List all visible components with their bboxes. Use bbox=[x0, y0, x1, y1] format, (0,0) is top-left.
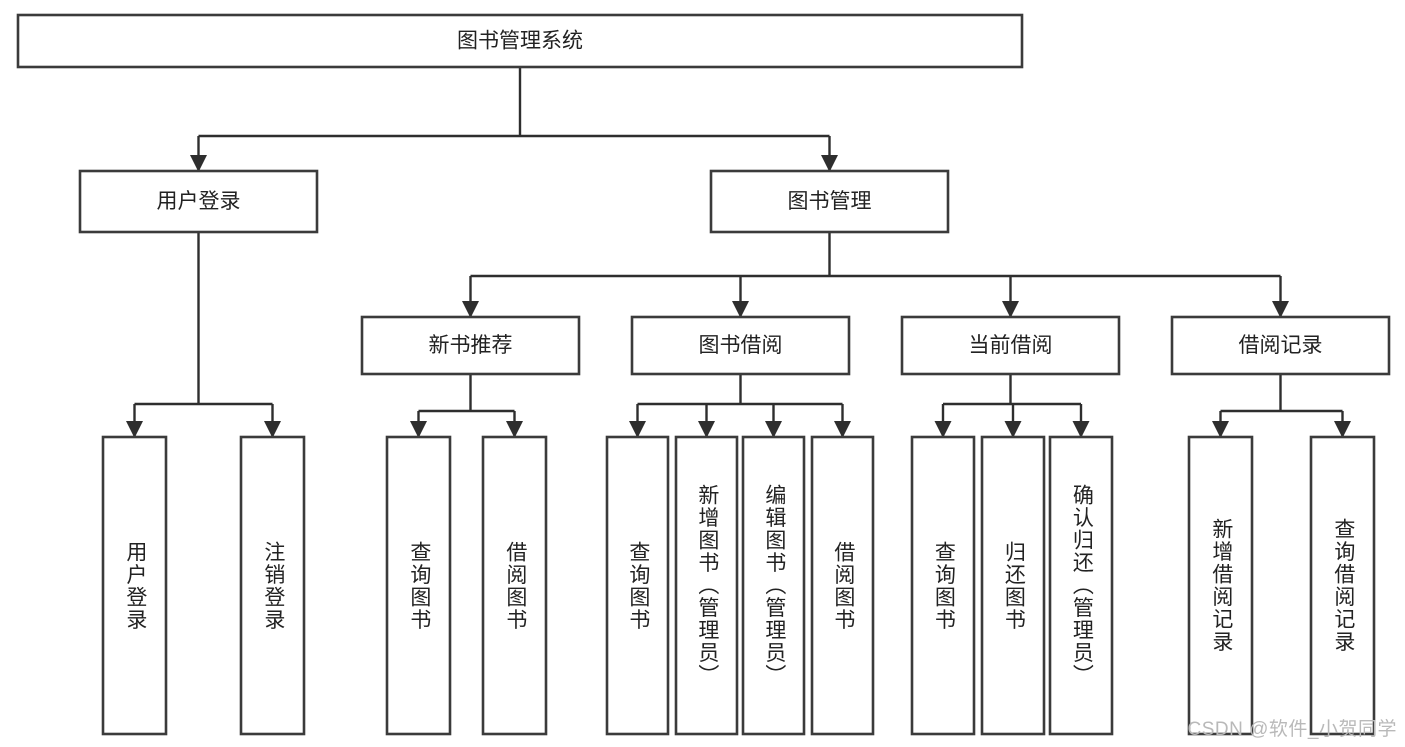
node-leaf-query-book-recommend[interactable] bbox=[385, 435, 452, 736]
arrow-head-icon bbox=[1212, 421, 1229, 438]
node-root[interactable]: 图书管理系统 bbox=[16, 13, 1024, 69]
node-box-leaf-borrow-book[interactable] bbox=[810, 435, 875, 736]
arrow-head-icon bbox=[506, 421, 523, 438]
node-box-leaf-query-book-current[interactable] bbox=[910, 435, 976, 736]
node-box-leaf-edit-book-admin[interactable] bbox=[741, 435, 806, 736]
node-box-leaf-query-book-borrow[interactable] bbox=[605, 435, 670, 736]
node-box-leaf-add-borrow-record[interactable] bbox=[1187, 435, 1254, 736]
node-leaf-add-borrow-record[interactable] bbox=[1187, 435, 1254, 736]
node-box-leaf-logout-login[interactable] bbox=[239, 435, 306, 736]
arrow-head-icon bbox=[821, 155, 838, 172]
arrow-head-icon bbox=[698, 421, 715, 438]
node-label-current-borrow: 当前借阅 bbox=[969, 334, 1053, 357]
arrow-head-icon bbox=[264, 421, 281, 438]
node-leaf-edit-book-admin[interactable] bbox=[741, 435, 806, 736]
node-box-book-borrow[interactable] bbox=[630, 315, 851, 376]
node-box-leaf-borrow-book-recommend[interactable] bbox=[481, 435, 548, 736]
arrow-head-icon bbox=[410, 421, 427, 438]
arrow-head-icon bbox=[765, 421, 782, 438]
node-box-new-book-recommend[interactable] bbox=[360, 315, 581, 376]
arrow-head-icon bbox=[1334, 421, 1351, 438]
arrow-head-icon bbox=[126, 421, 143, 438]
node-new-book-recommend[interactable]: 新书推荐 bbox=[360, 315, 581, 376]
node-box-leaf-query-book-recommend[interactable] bbox=[385, 435, 452, 736]
arrow-head-icon bbox=[934, 421, 952, 438]
node-leaf-borrow-book[interactable] bbox=[810, 435, 875, 736]
node-label-book-management: 图书管理 bbox=[788, 190, 872, 213]
arrow-head-icon bbox=[834, 421, 851, 438]
node-box-current-borrow[interactable] bbox=[900, 315, 1121, 376]
node-leaf-add-book-admin[interactable] bbox=[674, 435, 739, 736]
node-box-borrow-record[interactable] bbox=[1170, 315, 1391, 376]
node-box-user-login[interactable] bbox=[78, 169, 319, 234]
node-leaf-logout-login[interactable] bbox=[239, 435, 306, 736]
node-leaf-user-login[interactable] bbox=[101, 435, 168, 736]
arrow-head-icon bbox=[462, 301, 479, 318]
node-book-borrow[interactable]: 图书借阅 bbox=[630, 315, 851, 376]
node-leaf-query-borrow-record[interactable] bbox=[1309, 435, 1376, 736]
node-box-book-management[interactable] bbox=[709, 169, 950, 234]
arrow-head-icon bbox=[1004, 421, 1022, 438]
csdn-watermark: CSDN @软件_小贺同学 bbox=[1187, 719, 1397, 740]
node-label-root: 图书管理系统 bbox=[457, 30, 583, 53]
node-leaf-confirm-return-admin[interactable] bbox=[1048, 435, 1114, 736]
node-box-root[interactable] bbox=[16, 13, 1024, 69]
node-current-borrow[interactable]: 当前借阅 bbox=[900, 315, 1121, 376]
node-borrow-record[interactable]: 借阅记录 bbox=[1170, 315, 1391, 376]
node-leaf-return-book[interactable] bbox=[980, 435, 1046, 736]
node-leaf-borrow-book-recommend[interactable] bbox=[481, 435, 548, 736]
node-box-leaf-query-borrow-record[interactable] bbox=[1309, 435, 1376, 736]
arrow-head-icon bbox=[732, 301, 749, 318]
node-leaf-query-book-current[interactable] bbox=[910, 435, 976, 736]
node-label-borrow-record: 借阅记录 bbox=[1239, 334, 1323, 357]
node-label-user-login: 用户登录 bbox=[157, 190, 241, 213]
arrow-head-icon bbox=[1272, 301, 1289, 318]
arrow-head-icon bbox=[1002, 301, 1019, 318]
arrow-head-icon bbox=[1072, 421, 1090, 438]
node-box-leaf-add-book-admin[interactable] bbox=[674, 435, 739, 736]
node-book-management[interactable]: 图书管理 bbox=[709, 169, 950, 234]
node-box-leaf-user-login[interactable] bbox=[101, 435, 168, 736]
arrow-head-icon bbox=[629, 421, 646, 438]
node-leaf-query-book-borrow[interactable] bbox=[605, 435, 670, 736]
node-label-new-book-recommend: 新书推荐 bbox=[429, 334, 513, 357]
node-box-leaf-return-book[interactable] bbox=[980, 435, 1046, 736]
node-label-book-borrow: 图书借阅 bbox=[699, 334, 783, 357]
connector-layer bbox=[126, 67, 1351, 438]
arrow-head-icon bbox=[190, 155, 207, 172]
node-user-login[interactable]: 用户登录 bbox=[78, 169, 319, 234]
node-box-leaf-confirm-return-admin[interactable] bbox=[1048, 435, 1114, 736]
